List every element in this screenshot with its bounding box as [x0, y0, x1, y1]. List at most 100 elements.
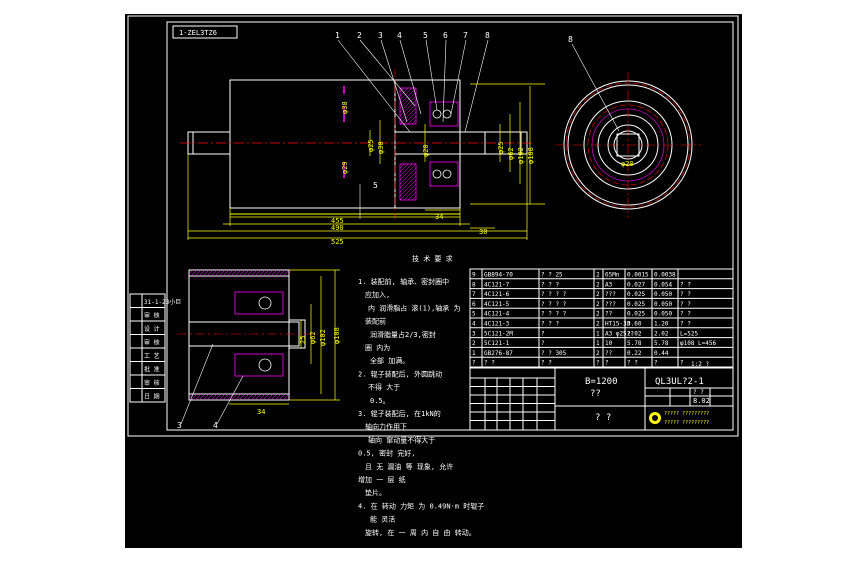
frame-code-box	[172, 25, 238, 39]
tech-line: 增加 一 层 纸	[358, 475, 406, 484]
bom-cell-mat: ??	[605, 350, 613, 357]
bom-cell-mat: ???	[605, 291, 616, 298]
bom-cell-w1: 2.02	[627, 330, 642, 337]
bom-cell-code: 4C121-5	[484, 301, 510, 308]
bom-header-cell: ?	[472, 360, 476, 367]
tech-line: 垫片。	[365, 488, 386, 497]
bom-cell-w1: 0.22	[627, 350, 642, 357]
stamp-cell: 审 核	[144, 379, 160, 387]
front-dim: 490	[331, 224, 344, 232]
tech-line: 内 润滑脂占 滚(1),轴承 为	[368, 303, 461, 312]
part-name: ? ?	[595, 413, 611, 423]
spec-top: B=1200	[585, 377, 618, 387]
part-label-2: 2	[357, 31, 362, 40]
front-dim: φ108	[527, 147, 535, 164]
bom-cell-note: ? ?	[680, 321, 691, 328]
part-label-6: 6	[443, 31, 448, 40]
bottom-dim: φ62	[309, 331, 317, 344]
bom-cell-w2: 0.0038	[654, 272, 676, 279]
bottom-label-3: 3	[177, 421, 182, 430]
front-dim: φ29	[341, 161, 349, 174]
front-dim: φ102	[517, 147, 525, 164]
bom-cell-code: 4C121-6	[484, 291, 510, 298]
stamp-cell: 设 计	[144, 325, 160, 333]
bom-cell-qty: 2	[596, 350, 600, 357]
bottom-dim: 25	[299, 336, 307, 344]
bom-cell-name: ? ? ?	[541, 321, 559, 328]
bom-cell-note: ? ?	[680, 311, 691, 318]
bom-cell-w1: 0.025	[627, 291, 645, 298]
bom-cell-note: φ108 L=456	[680, 340, 717, 347]
company-logo	[649, 412, 661, 424]
bom-cell-note: L=525	[680, 330, 698, 337]
tech-line: 0.5, 密封 完好,	[358, 449, 416, 458]
bom-cell-name: ? ? ? ?	[541, 311, 567, 318]
part-label-3: 3	[378, 31, 383, 40]
bom-cell-mat: A3 φ25??	[605, 330, 634, 337]
front-dim: φ30	[377, 141, 385, 154]
front-dim: 455	[331, 217, 344, 225]
cad-drawing-canvas[interactable]: 1-ZEL3TZ6 31-1-23小巨审 核设 计审 核工 艺批 准审 核日 期	[125, 14, 742, 548]
bom-cell-mat: ???	[605, 301, 616, 308]
bom-header-cell: ? ?	[541, 360, 552, 367]
bom-cell-code: 4C121-7	[484, 281, 510, 288]
bom-cell-w2: 0.44	[654, 350, 669, 357]
bom-header-cell: ? ?	[627, 360, 638, 367]
bom-header-cell: ?	[596, 360, 600, 367]
bom-cell-mat: ??	[605, 311, 613, 318]
bom-cell-mat: HT15-33	[605, 321, 631, 328]
bom-cell-qty: 2	[596, 301, 600, 308]
bom-cell-qty: 2	[596, 321, 600, 328]
bottom-dim: 34	[257, 408, 265, 416]
bom-cell-w1: 0.0015	[627, 272, 649, 279]
bom-cell-qty: 2	[596, 281, 600, 288]
bom-cell-w1: 0.025	[627, 301, 645, 308]
title-block: B=1200??QL3UL?2-1? ?8.02? ?1:2 ?????? ??…	[469, 361, 734, 431]
weight-value: 8.02	[693, 397, 710, 405]
bom-cell-w2: 0.050	[654, 301, 672, 308]
tech-line: 能 灵活	[370, 515, 395, 524]
tech-line: 装配前	[365, 317, 386, 326]
bom-cell-mat: 65Mn	[605, 272, 620, 279]
tech-line: 2. 辊子装配后, 外圆跳动	[358, 369, 442, 378]
bom-cell-name: ? ? ? ?	[541, 291, 567, 298]
section-label: 5	[373, 181, 378, 190]
front-dim: 34	[435, 213, 443, 221]
bom-cell-no: 8	[472, 281, 476, 288]
bom-cell-no: 6	[472, 301, 476, 308]
tech-title: 技 术 要 求	[412, 254, 453, 263]
bottom-dim: φ102	[319, 329, 327, 346]
bom-cell-qty: 2	[596, 291, 600, 298]
bom-cell-no: 4	[472, 321, 476, 328]
bom-cell-note: ? ?	[680, 301, 691, 308]
bom-cell-w2: 2.02	[654, 330, 669, 337]
bom-cell-qty: 2	[596, 272, 600, 279]
tech-line: 轴向 窜动量不得大于	[368, 435, 435, 444]
bom-cell-no: 3	[472, 330, 476, 337]
tech-line: 轴向力作用下	[365, 422, 407, 431]
stamp-cell: 日 期	[144, 393, 160, 401]
weight-label: ? ?	[693, 389, 704, 396]
scale-label: 1:2 ?	[691, 361, 709, 368]
bom-cell-name: ? ? 305	[541, 350, 567, 357]
front-dim: 30	[479, 228, 487, 236]
bom-cell-code: GB894-70	[484, 272, 513, 279]
tech-line: 且 无 漏油 等 现象, 允许	[365, 462, 453, 471]
tech-line: 4. 在 转动 力矩 为 0.49N·m 时辊子	[358, 501, 484, 510]
stamp-cell: 31-1-23小巨	[144, 298, 181, 306]
stamp-cell: 批 准	[144, 366, 160, 374]
bom-cell-name: ? ? 25	[541, 272, 563, 279]
bom-cell-note: ? ?	[680, 281, 691, 288]
tech-line: 圈 内为	[365, 343, 390, 352]
frame-code: 1-ZEL3TZ6	[179, 29, 217, 37]
inner-frame	[166, 21, 734, 431]
bom-cell-w2: 1.20	[654, 321, 669, 328]
bom-cell-w1: 0.60	[627, 321, 642, 328]
bom-header-cell: ? ?	[484, 360, 495, 367]
bom-cell-mat: A3	[605, 281, 613, 288]
side-dim: φ20	[621, 160, 634, 168]
